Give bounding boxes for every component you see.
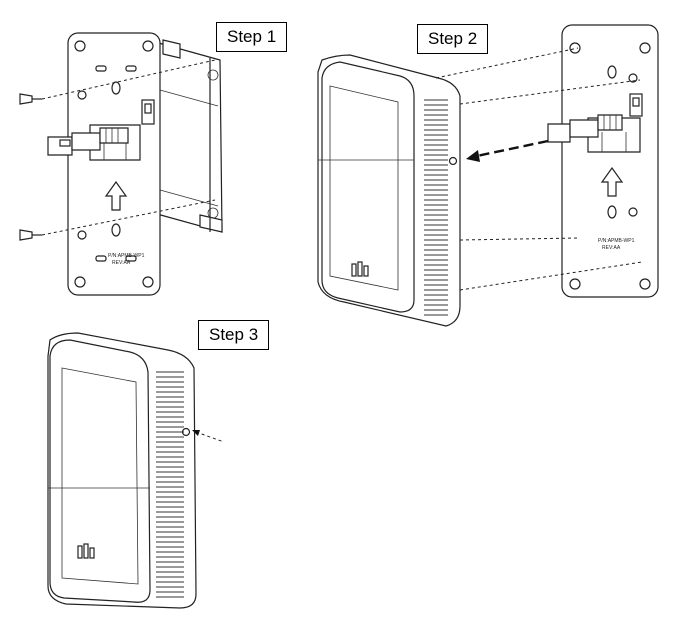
step1-mounting-plate: P/N:APMB-WP1 REV:AA [67,32,161,296]
step2-arrow-head [466,150,480,162]
step3-logo [77,543,95,559]
step1-ethernet-cable [47,127,129,156]
step-3-label: Step 3 [198,320,270,350]
step2-attach-arrow [471,139,549,159]
step2-plate-marking-1: P/N:APMB-WP1 [598,238,635,244]
step2-plate-marking-2: REV:AA [602,245,621,251]
step-1-label: Step 1 [216,22,288,52]
step2-mounting-plate: P/N:APMB-WP1 REV:AA [561,24,659,298]
step2-guide-top [435,47,579,79]
step3-access-point [47,332,197,609]
step2-guide-bottom [459,261,643,291]
step1-gang-box [154,39,223,233]
step2-guide-upper [459,79,641,105]
step2-illustration: P/N:APMB-WP1 REV:AA [317,24,659,327]
step3-pointer-head [192,430,200,436]
step1-screw-top [19,93,42,105]
step1-plate-marking-1: P/N:APMB-WP1 [108,253,145,259]
step2-access-point [317,54,461,327]
step2-ethernet-cable [547,114,623,143]
step-2-label: Step 2 [417,24,489,54]
step3-screw-pointer [195,431,225,443]
step1-screw-bottom [19,229,42,241]
step2-logo [351,261,369,277]
step1-plate-marking-2: REV:AA [112,260,131,266]
step2-guide-lower [459,237,579,241]
step3-illustration [47,332,225,609]
step1-illustration: P/N:APMB-WP1 REV:AA [19,32,223,296]
